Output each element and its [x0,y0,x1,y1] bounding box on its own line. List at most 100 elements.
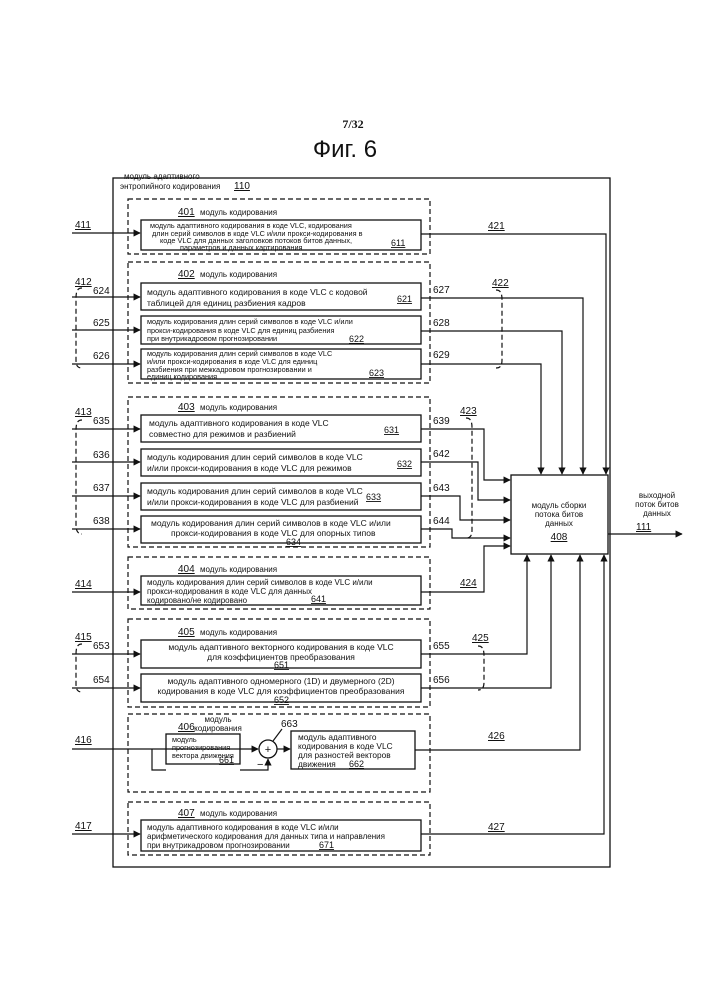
module-622-line-3: при внутрикадровом прогнозировании [147,334,277,343]
outer-module-ref: 110 [234,181,250,192]
outer-module-label-2: энтропийного кодирования [120,182,220,191]
output-label-2: поток битов [635,500,679,509]
group-403-label: модуль кодирования [200,403,277,412]
output-ref: 111 [636,522,652,533]
module-641-ref: 641 [311,594,326,604]
module-632-line-1: модуль кодирования длин серий символов в… [147,452,363,462]
module-662-line-4: движения [298,759,336,769]
assembly-label-1: модуль сборки [532,501,587,510]
input-638-label: 638 [93,516,110,527]
output-642-label: 642 [433,449,450,460]
module-633-line-2: и/или прокси-кодирования в коде VLC для … [147,497,359,507]
adder-minus: − [257,759,263,771]
module-634-line-1: модуль кодирования длин серий символов в… [151,518,391,528]
module-641-line-1: модуль кодирования длин серий символов в… [147,578,373,587]
group-406-label-1: модуль [204,715,231,724]
module-611-line-4: параметров и данных картирования [180,243,303,252]
page-number: 7/32 [342,117,363,131]
assembly-label-3: данных [545,519,573,528]
module-633-ref: 633 [366,492,381,502]
module-621-line-2: таблицей для единиц разбиения кадров [147,298,306,308]
input-624-label: 624 [93,286,110,297]
group-401-label: модуль кодирования [200,208,277,217]
output-629-label: 629 [433,350,450,361]
group-406-ref: 406 [178,722,195,733]
group-403-ref: 403 [178,402,195,413]
assembly-ref: 408 [551,532,568,543]
output-421-label: 421 [488,221,505,232]
group-402-ref: 402 [178,269,195,280]
input-413-brace [76,420,82,534]
module-623-line-4: единиц кодирования [147,372,217,381]
group-402-label: модуль кодирования [200,270,277,279]
module-671-line-1: модуль адаптивного кодирования в коде VL… [147,823,339,832]
input-626-label: 626 [93,351,110,362]
input-413-label: 413 [75,407,92,418]
output-656-label: 656 [433,675,450,686]
input-412-label: 412 [75,277,92,288]
module-671-ref: 671 [319,840,334,850]
input-416-label: 416 [75,735,92,746]
module-652-line-1: модуль адаптивного одномерного (1D) и дв… [167,676,394,686]
group-401-ref: 401 [178,207,195,218]
output-label-3: данных [643,509,671,518]
adder-ref: 663 [281,719,298,730]
input-411-label: 411 [75,220,91,231]
outer-module-label-1: модуль адаптивного [124,172,200,181]
module-623-ref: 623 [369,368,384,378]
module-631-line-1: модуль адаптивного кодирования в коде VL… [149,418,329,428]
output-426-label: 426 [488,731,505,742]
module-652-ref: 652 [274,695,289,705]
input-625-label: 625 [93,318,110,329]
module-634-line-2: прокси-кодирования в коде VLC для опорны… [171,528,376,538]
assembly-label-2: потока битов [535,510,583,519]
module-641-line-2: прокси-кодирования в коде VLC для данных [147,587,312,596]
input-637-label: 637 [93,483,110,494]
module-622-ref: 622 [349,334,364,344]
input-414-label: 414 [75,579,92,590]
module-611-ref: 611 [391,238,405,248]
group-404-label: модуль кодирования [200,565,277,574]
output-644-label: 644 [433,516,450,527]
module-662-ref: 662 [349,759,364,769]
input-415-label: 415 [75,632,92,643]
group-406-label-2: кодирования [194,724,242,733]
input-412-brace [76,288,82,368]
module-622-line-1: модуль кодирования длин серий символов в… [147,317,353,326]
module-631-line-2: совместно для режимов и разбиений [149,429,296,439]
module-634-ref: 634 [286,537,301,547]
output-628-label: 628 [433,318,450,329]
output-427-label: 427 [488,822,505,833]
module-633-line-1: модуль кодирования длин серий символов в… [147,486,363,496]
module-631-ref: 631 [384,425,399,435]
figure-title: Фиг. 6 [313,136,377,163]
output-643-label: 643 [433,483,450,494]
input-417-label: 417 [75,821,92,832]
group-404-ref: 404 [178,564,195,575]
module-632-line-2: и/или прокси-кодирования в коде VLC для … [147,463,352,473]
input-653-label: 653 [93,641,110,652]
module-621-ref: 621 [397,294,412,304]
module-632-ref: 632 [397,459,412,469]
input-636-label: 636 [93,450,110,461]
module-671-line-2: арифметического кодирования для данных т… [147,832,385,841]
group-407-label: модуль кодирования [200,809,277,818]
input-635-label: 635 [93,416,110,427]
adder-plus: + [265,744,271,756]
output-label-1: выходной [639,491,675,500]
group-407-ref: 407 [178,808,195,819]
module-651-line-1: модуль адаптивного векторного кодировани… [168,642,393,652]
module-651-ref: 651 [274,660,289,670]
output-424-label: 424 [460,578,477,589]
output-425-label: 425 [472,633,489,644]
output-639-label: 639 [433,416,450,427]
output-627-label: 627 [433,285,450,296]
output-655-label: 655 [433,641,450,652]
module-641-line-3: кодировано/не кодировано [147,596,248,605]
input-415-brace [76,644,82,692]
module-671-line-3: при внутрикадровом прогнозировании [147,841,290,850]
group-405-ref: 405 [178,627,195,638]
output-423-label: 423 [460,406,477,417]
output-422-label: 422 [492,278,509,289]
